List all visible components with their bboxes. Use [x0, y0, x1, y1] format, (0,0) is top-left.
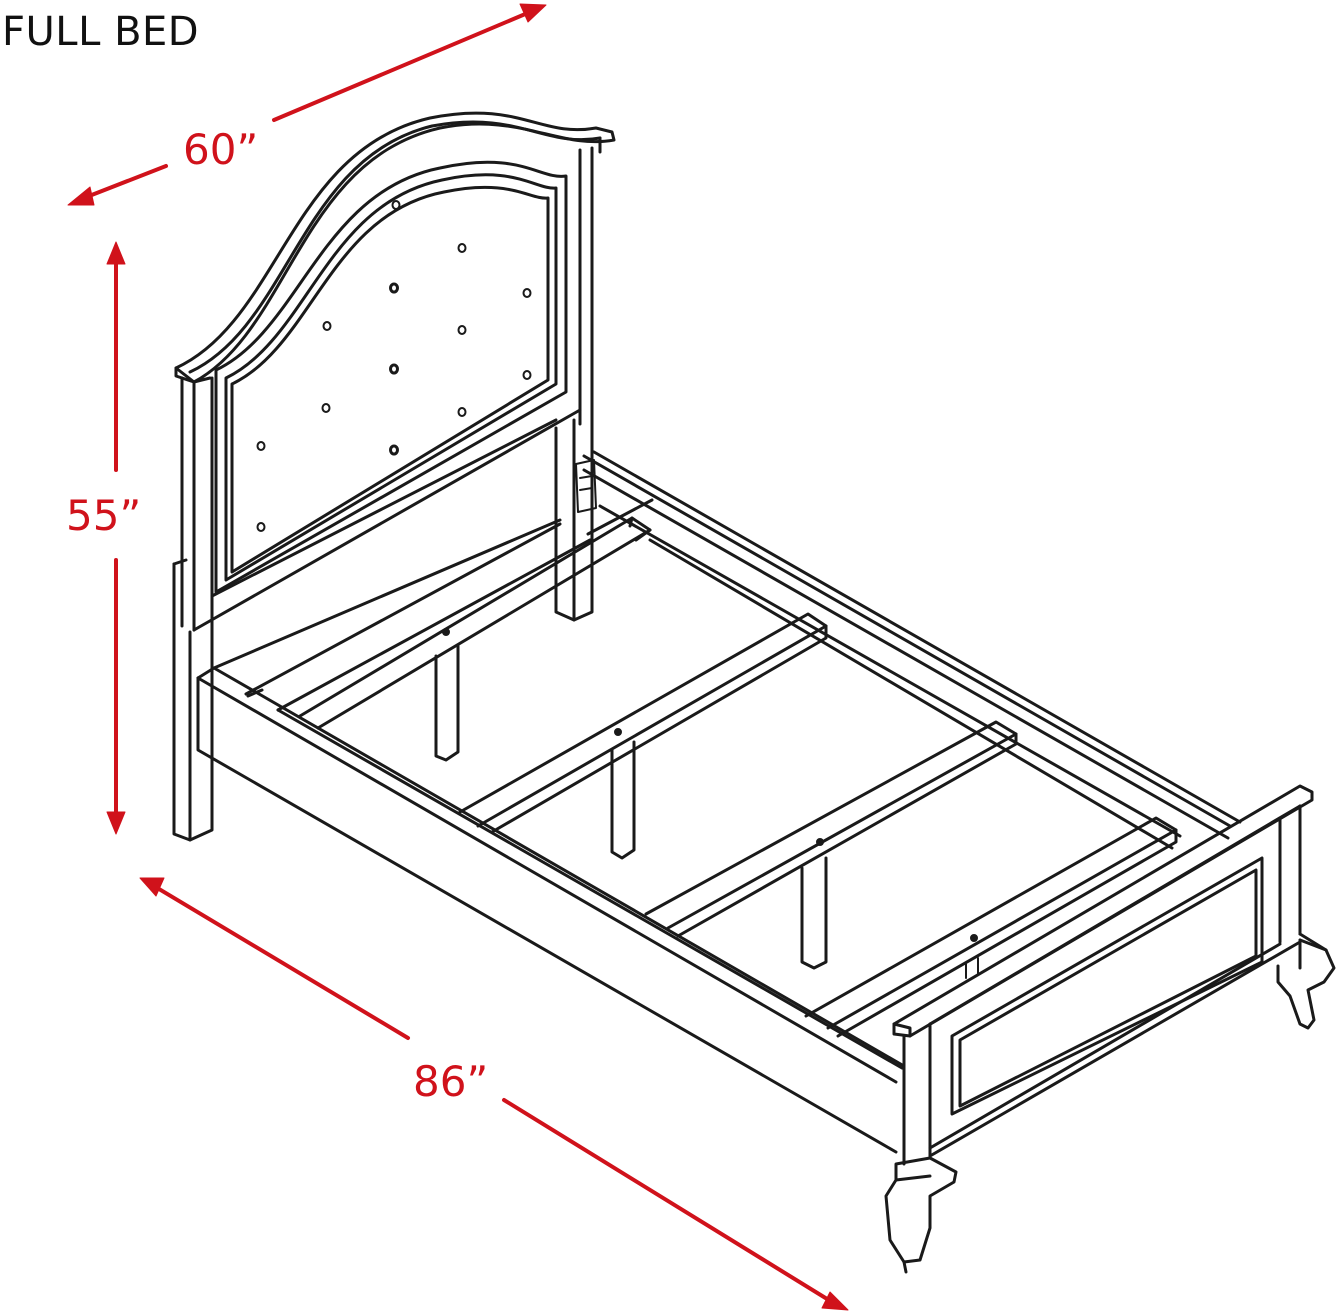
dimension-arrow — [502, 1098, 834, 1304]
dimension-arrow — [139, 877, 165, 897]
dimension-arrow — [152, 884, 410, 1040]
bed-slats — [298, 498, 1178, 1038]
width-dimension-label: 60” — [183, 125, 259, 174]
height-dimension-label: 55” — [66, 491, 142, 540]
dimension-arrow — [67, 186, 95, 206]
dimension-arrow — [106, 241, 126, 265]
tufting-buttons — [256, 200, 532, 532]
dimension-arrows — [67, 3, 849, 1311]
dimension-arrow — [106, 811, 126, 835]
page-title: FULL BED — [2, 9, 200, 55]
headboard — [172, 111, 616, 842]
length-dimension-label: 86” — [413, 1057, 489, 1106]
far-side-rail — [582, 450, 1242, 850]
dimension-arrow — [519, 3, 547, 23]
near-side-rail — [196, 518, 906, 1154]
dimension-arrow — [82, 164, 168, 200]
footboard — [884, 784, 1336, 1274]
dimension-arrow — [821, 1291, 849, 1311]
dimension-arrow — [272, 10, 532, 122]
